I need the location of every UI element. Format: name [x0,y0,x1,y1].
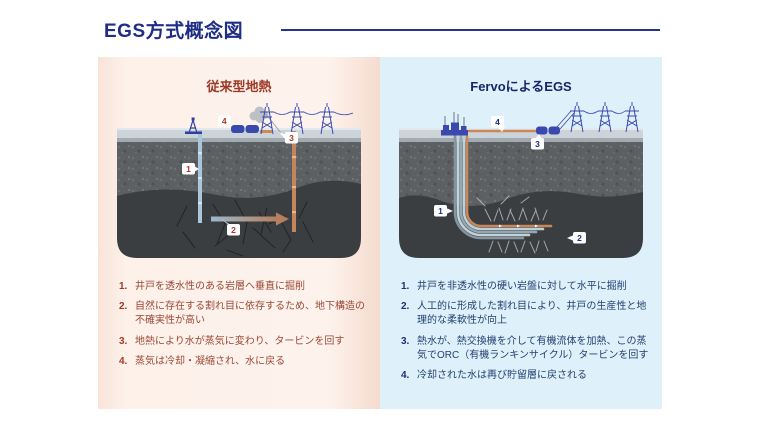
item-number: 1. [401,281,410,292]
item-text: 自然に存在する割れ目に依存するため、地下構造の不確実性が高い [135,301,365,327]
transmission-towers [260,103,354,135]
conventional-steps-list: 1. 井戸を透水性のある岩層へ垂直に掘削 2. 自然に存在する割れ目に依存するた… [119,280,370,375]
marker-1: 1 [434,205,453,217]
sediment-rock-layer [117,142,361,198]
list-item: 2. 人工的に形成した割れ目により、井戸の生産性と地理的な柔軟性が向上 [401,300,652,328]
item-text: 蒸気は冷却・凝縮され、水に戻る [135,355,286,367]
item-text: 人工的に形成した割れ目により、井戸の生産性と地理的な柔軟性が向上 [417,301,647,327]
engineered-fractures [476,195,549,254]
list-item: 1. 井戸を非透水性の硬い岩盤に対して水平に掘削 [401,280,652,294]
item-text: 冷却された水は再び貯留層に戻される [417,369,587,381]
svg-text:1: 1 [186,164,191,174]
marker-2: 2 [567,232,586,244]
pylon-icon [598,102,612,133]
orc-power-plant [536,126,560,135]
svg-text:2: 2 [231,225,236,235]
injection-well [198,130,202,223]
item-number: 3. [401,335,410,347]
svg-text:2: 2 [577,233,582,243]
list-item: 4. 蒸気は冷却・凝縮され、水に戻る [119,355,370,369]
svg-text:3: 3 [535,139,540,149]
power-plant [231,125,272,133]
list-item: 1. 井戸を透水性のある岩層へ垂直に掘削 [119,280,370,294]
pylon-icon [625,102,639,133]
list-item: 2. 自然に存在する割れ目に依存するため、地下構造の不確実性が高い [119,300,370,328]
panel-fervo-title: FervoによるEGS [470,79,572,94]
transmission-towers [556,102,639,133]
flow-direction-marks [499,224,538,228]
horizontal-well-bundle [453,134,553,240]
pylon-icon [260,103,274,135]
svg-text:3: 3 [289,133,294,143]
wellhead-facility [441,112,468,136]
item-text: 井戸を非透水性の硬い岩盤に対して水平に掘削 [417,281,627,292]
pylon-icon [290,103,304,135]
item-number: 1. [119,281,128,292]
pylon-icon [320,103,334,135]
list-item: 3. 熱水が、熱交換機を介して有機流体を加熱、この蒸気でORC（有機ランキンサイ… [401,335,652,363]
drill-rig [185,117,202,134]
item-number: 4. [119,355,128,367]
ground-surface [399,128,643,143]
svg-text:4: 4 [495,117,500,127]
fervo-steps-list: 1. 井戸を非透水性の硬い岩盤に対して水平に掘削 2. 人工的に形成した割れ目に… [401,280,652,389]
page-title: EGS方式概念図 [104,21,244,42]
marker-1: 1 [182,163,199,175]
fervo-egs-diagram: 1 2 3 4 [399,102,643,258]
pylon-icon [570,102,584,133]
flow-arrow [211,212,289,226]
item-number: 2. [401,301,410,313]
item-number: 4. [401,369,410,381]
marker-3: 3 [531,134,544,150]
item-number: 2. [119,301,128,313]
item-text: 熱水が、熱交換機を介して有機流体を加熱、この蒸気でORC（有機ランキンサイクル）… [417,335,649,361]
conventional-geothermal-diagram: 1 2 3 4 [117,103,361,258]
production-well [292,131,296,232]
item-number: 3. [119,335,128,347]
title-rule [281,29,660,31]
svg-text:1: 1 [438,206,443,216]
panel-conventional: 従来型地熱 [98,57,380,409]
item-text: 地熱により水が蒸気に変わり、タービンを回す [135,335,345,347]
list-item: 4. 冷却された水は再び貯留層に戻される [401,369,652,383]
panel-fervo-egs: FervoによるEGS [380,57,662,409]
marker-4: 4 [491,116,505,132]
marker-2: 2 [221,219,240,236]
list-item: 3. 地熱により水が蒸気に変わり、タービンを回す [119,335,370,349]
marker-4: 4 [218,115,231,127]
panel-conventional-title: 従来型地熱 [206,79,272,94]
marker-3: 3 [279,132,298,144]
svg-text:4: 4 [222,116,227,126]
item-text: 井戸を透水性のある岩層へ垂直に掘削 [135,281,305,292]
